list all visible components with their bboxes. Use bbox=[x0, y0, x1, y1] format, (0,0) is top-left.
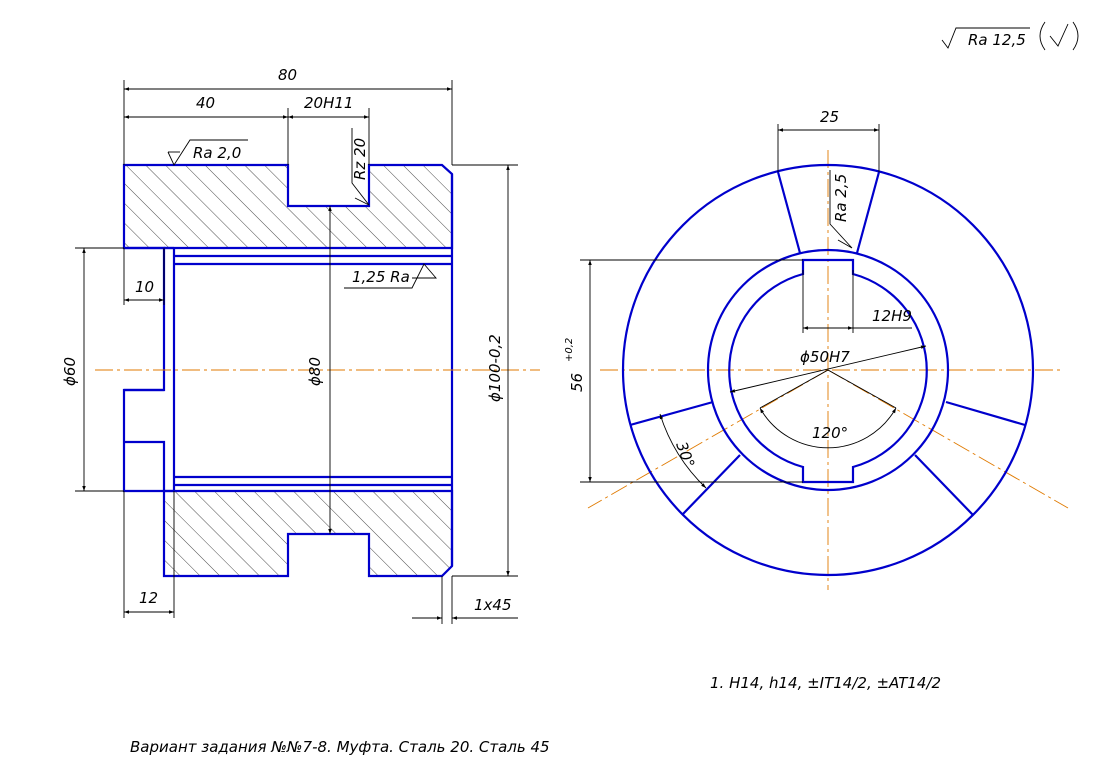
dim-keyway-depth: 56 bbox=[568, 373, 586, 392]
roughness-slot-label: Ra 2,5 bbox=[832, 174, 850, 222]
tolerance-note: 1. H14, h14, ±IT14/2, ±AT14/2 bbox=[710, 674, 941, 692]
side-axis-right-30 bbox=[827, 369, 1069, 509]
dim-12: 12 bbox=[139, 589, 158, 607]
outer-circle bbox=[621, 163, 1035, 577]
roughness-groove-symbol: Rz 20 bbox=[351, 128, 370, 206]
dim-dia-80: ϕ80 bbox=[306, 357, 324, 386]
dim-keyway-width: 12H9 bbox=[872, 307, 912, 325]
dim-keyway-depth-tol: +0,2 bbox=[564, 338, 575, 362]
roughness-outer-label: Ra 2,0 bbox=[193, 144, 241, 162]
general-roughness-label: Ra 12,5 bbox=[968, 31, 1026, 49]
dim-bore: ϕ50H7 bbox=[800, 348, 850, 366]
roughness-outer-symbol: Ra 2,0 bbox=[167, 139, 248, 166]
dim-groove-width: 20H11 bbox=[304, 94, 353, 112]
dim-angle-120: 120° bbox=[812, 424, 848, 442]
dim-dia-60: ϕ60 bbox=[61, 357, 79, 386]
general-roughness-symbol: Ra 12,5 bbox=[941, 21, 1079, 51]
roughness-bore-symbol: 1,25 Ra bbox=[344, 263, 437, 289]
roughness-slot-symbol: Ra 2,5 bbox=[829, 170, 853, 249]
side-axis-left-30 bbox=[587, 369, 829, 509]
bore-with-keyways bbox=[728, 258, 928, 484]
dim-40: 40 bbox=[196, 94, 215, 112]
side-view: 25 Ra 2,5 12H9 ϕ50H7 56 +0,2 120° 30° bbox=[564, 108, 1069, 590]
roughness-bore-label: 1,25 Ra bbox=[352, 268, 410, 286]
dim-10: 10 bbox=[135, 278, 154, 296]
dim-angle-30: 30° bbox=[672, 439, 698, 470]
dim-dia-100: ϕ100-0,2 bbox=[486, 334, 504, 402]
dim-slot-width: 25 bbox=[820, 108, 839, 126]
variant-caption: Вариант задания №№7-8. Муфта. Сталь 20. … bbox=[130, 738, 550, 756]
roughness-groove-label: Rz 20 bbox=[351, 138, 369, 180]
dim-chamfer: 1x45 bbox=[474, 596, 512, 614]
front-section-view: 80 40 20H11 Ra 2,0 Rz 20 10 1,25 Ra bbox=[61, 66, 540, 624]
dim-total-length: 80 bbox=[278, 66, 297, 84]
hub-circle bbox=[706, 248, 950, 492]
